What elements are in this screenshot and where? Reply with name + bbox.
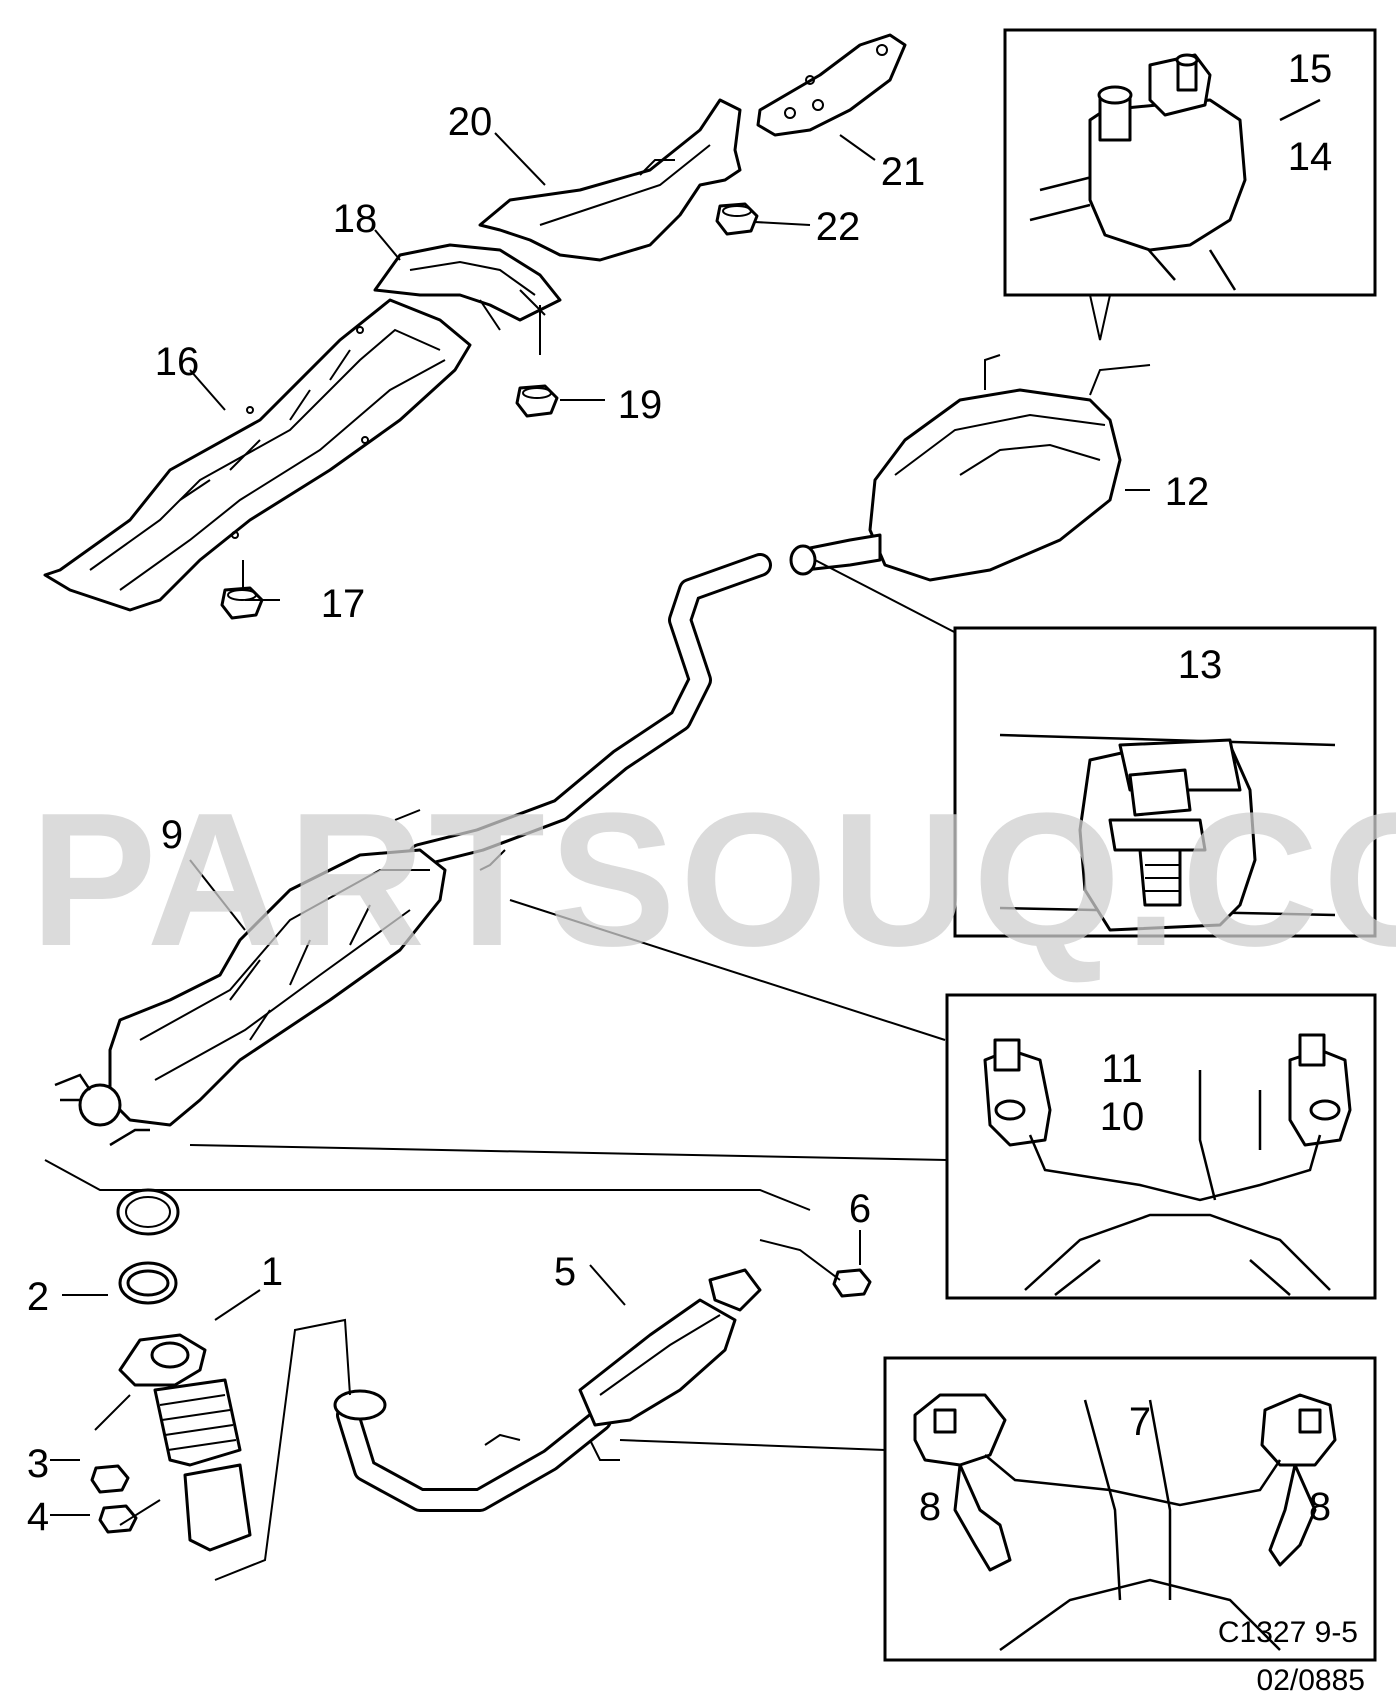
label-part-8-right: 8: [1309, 1485, 1331, 1529]
heat-shield-rear-part: [478, 98, 742, 262]
label-part-1: 1: [261, 1250, 283, 1294]
diagram-code: C1327 9-5: [1218, 1616, 1358, 1649]
gasket-2: [116, 1188, 180, 1236]
pointer-lines-front-hanger: [619, 1439, 886, 1451]
label-part-12: 12: [1165, 470, 1210, 514]
label-part-11: 11: [1101, 1047, 1143, 1091]
label-part-17: 17: [321, 582, 366, 626]
rear-silencer-part: [789, 354, 1151, 582]
label-part-5: 5: [554, 1250, 576, 1294]
detail-box-mounting-rear: [1003, 28, 1377, 341]
nut-3: [90, 1464, 130, 1494]
label-part-6: 6: [849, 1187, 871, 1231]
nut-6: [832, 1268, 872, 1298]
label-part-15: 15: [1288, 47, 1333, 91]
watermark: PARTSOUQ.COM: [30, 774, 1396, 986]
front-pipe-part: [118, 1261, 252, 1552]
detail-box-clamp: [953, 626, 1377, 938]
detail-box-hanger-rear: [945, 993, 1377, 1300]
label-part-4: 4: [27, 1495, 49, 1539]
label-part-13: 13: [1178, 643, 1223, 687]
label-part-18: 18: [333, 197, 378, 241]
detail-box-hanger-front: [883, 1356, 1377, 1662]
date-code: 02/0885: [1257, 1664, 1365, 1697]
intermediate-pipe-part: [394, 553, 772, 871]
label-part-19: 19: [618, 383, 663, 427]
catalytic-converter-part: [333, 1268, 762, 1512]
nut-22: [715, 202, 759, 236]
label-part-16: 16: [155, 340, 200, 384]
label-part-14: 14: [1288, 135, 1333, 179]
label-part-10: 10: [1100, 1095, 1145, 1139]
middle-silencer-part: [54, 848, 447, 1147]
nut-4: [98, 1504, 138, 1534]
label-part-9: 9: [161, 813, 183, 857]
label-part-20: 20: [448, 100, 493, 144]
heat-shield-mid-part: [373, 243, 562, 331]
label-part-2: 2: [27, 1275, 49, 1319]
label-part-21: 21: [881, 150, 926, 194]
label-part-8-left: 8: [919, 1485, 941, 1529]
part-labels: 1 2 3 4 5 6 7 8 8 9 10 11 12 13 14 15 16…: [27, 47, 1332, 1539]
label-part-22: 22: [816, 205, 861, 249]
bracket-part: [756, 33, 907, 137]
pointer-lines-hanger: [189, 899, 948, 1161]
label-part-3: 3: [27, 1442, 49, 1486]
heat-shield-front-part: [43, 298, 472, 612]
label-part-7: 7: [1129, 1400, 1151, 1444]
nut-17: [220, 586, 264, 620]
nut-19: [515, 384, 559, 418]
